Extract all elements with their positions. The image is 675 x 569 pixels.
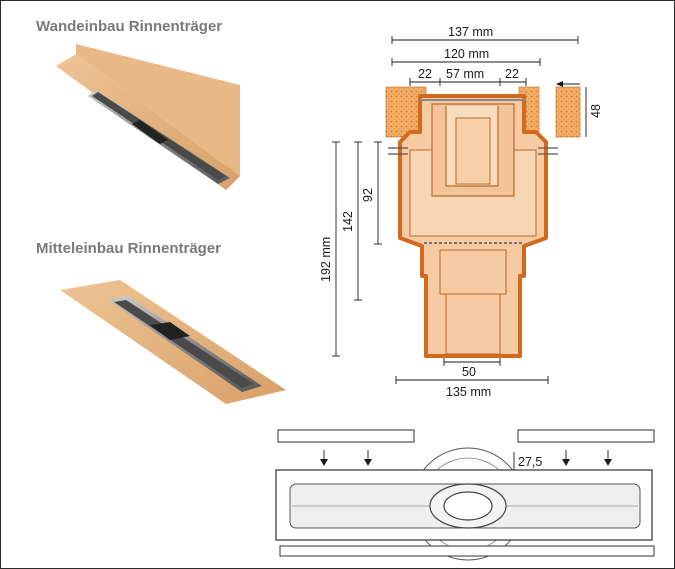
dim-120mm: 120 mm xyxy=(444,47,489,61)
plan-top-slab-left xyxy=(277,429,415,443)
dim-48: 48 xyxy=(589,104,603,118)
dim-50: 50 xyxy=(462,365,476,379)
dim-142: 142 xyxy=(341,211,355,232)
dim-22-right: 22 xyxy=(505,67,519,81)
dim-22-left: 22 xyxy=(418,67,432,81)
dimension-labels: 137 mm 120 mm 22 57 mm 22 48 192 mm 142 … xyxy=(319,25,603,399)
dim-137mm: 137 mm xyxy=(448,25,493,39)
plan-view: 27,5 xyxy=(275,429,655,561)
insulation-right xyxy=(555,86,581,138)
center-channel-product-image xyxy=(60,280,286,404)
heading-wall-installation: Wandeinbau Rinnenträger xyxy=(36,18,223,35)
dim-57mm: 57 mm xyxy=(446,67,484,81)
wall-channel-product-image xyxy=(56,44,240,190)
plan-base-slab xyxy=(279,545,655,557)
dimension-lines xyxy=(332,36,587,384)
plan-top-slab-right xyxy=(517,429,655,443)
dim-27-5: 27,5 xyxy=(518,455,542,469)
heading-center-installation: Mitteleinbau Rinnenträger xyxy=(36,240,222,257)
dim-135mm: 135 mm xyxy=(446,385,491,399)
dim-92: 92 xyxy=(361,188,375,202)
drain-cross-section xyxy=(385,86,581,358)
dim-192mm: 192 mm xyxy=(319,237,333,282)
